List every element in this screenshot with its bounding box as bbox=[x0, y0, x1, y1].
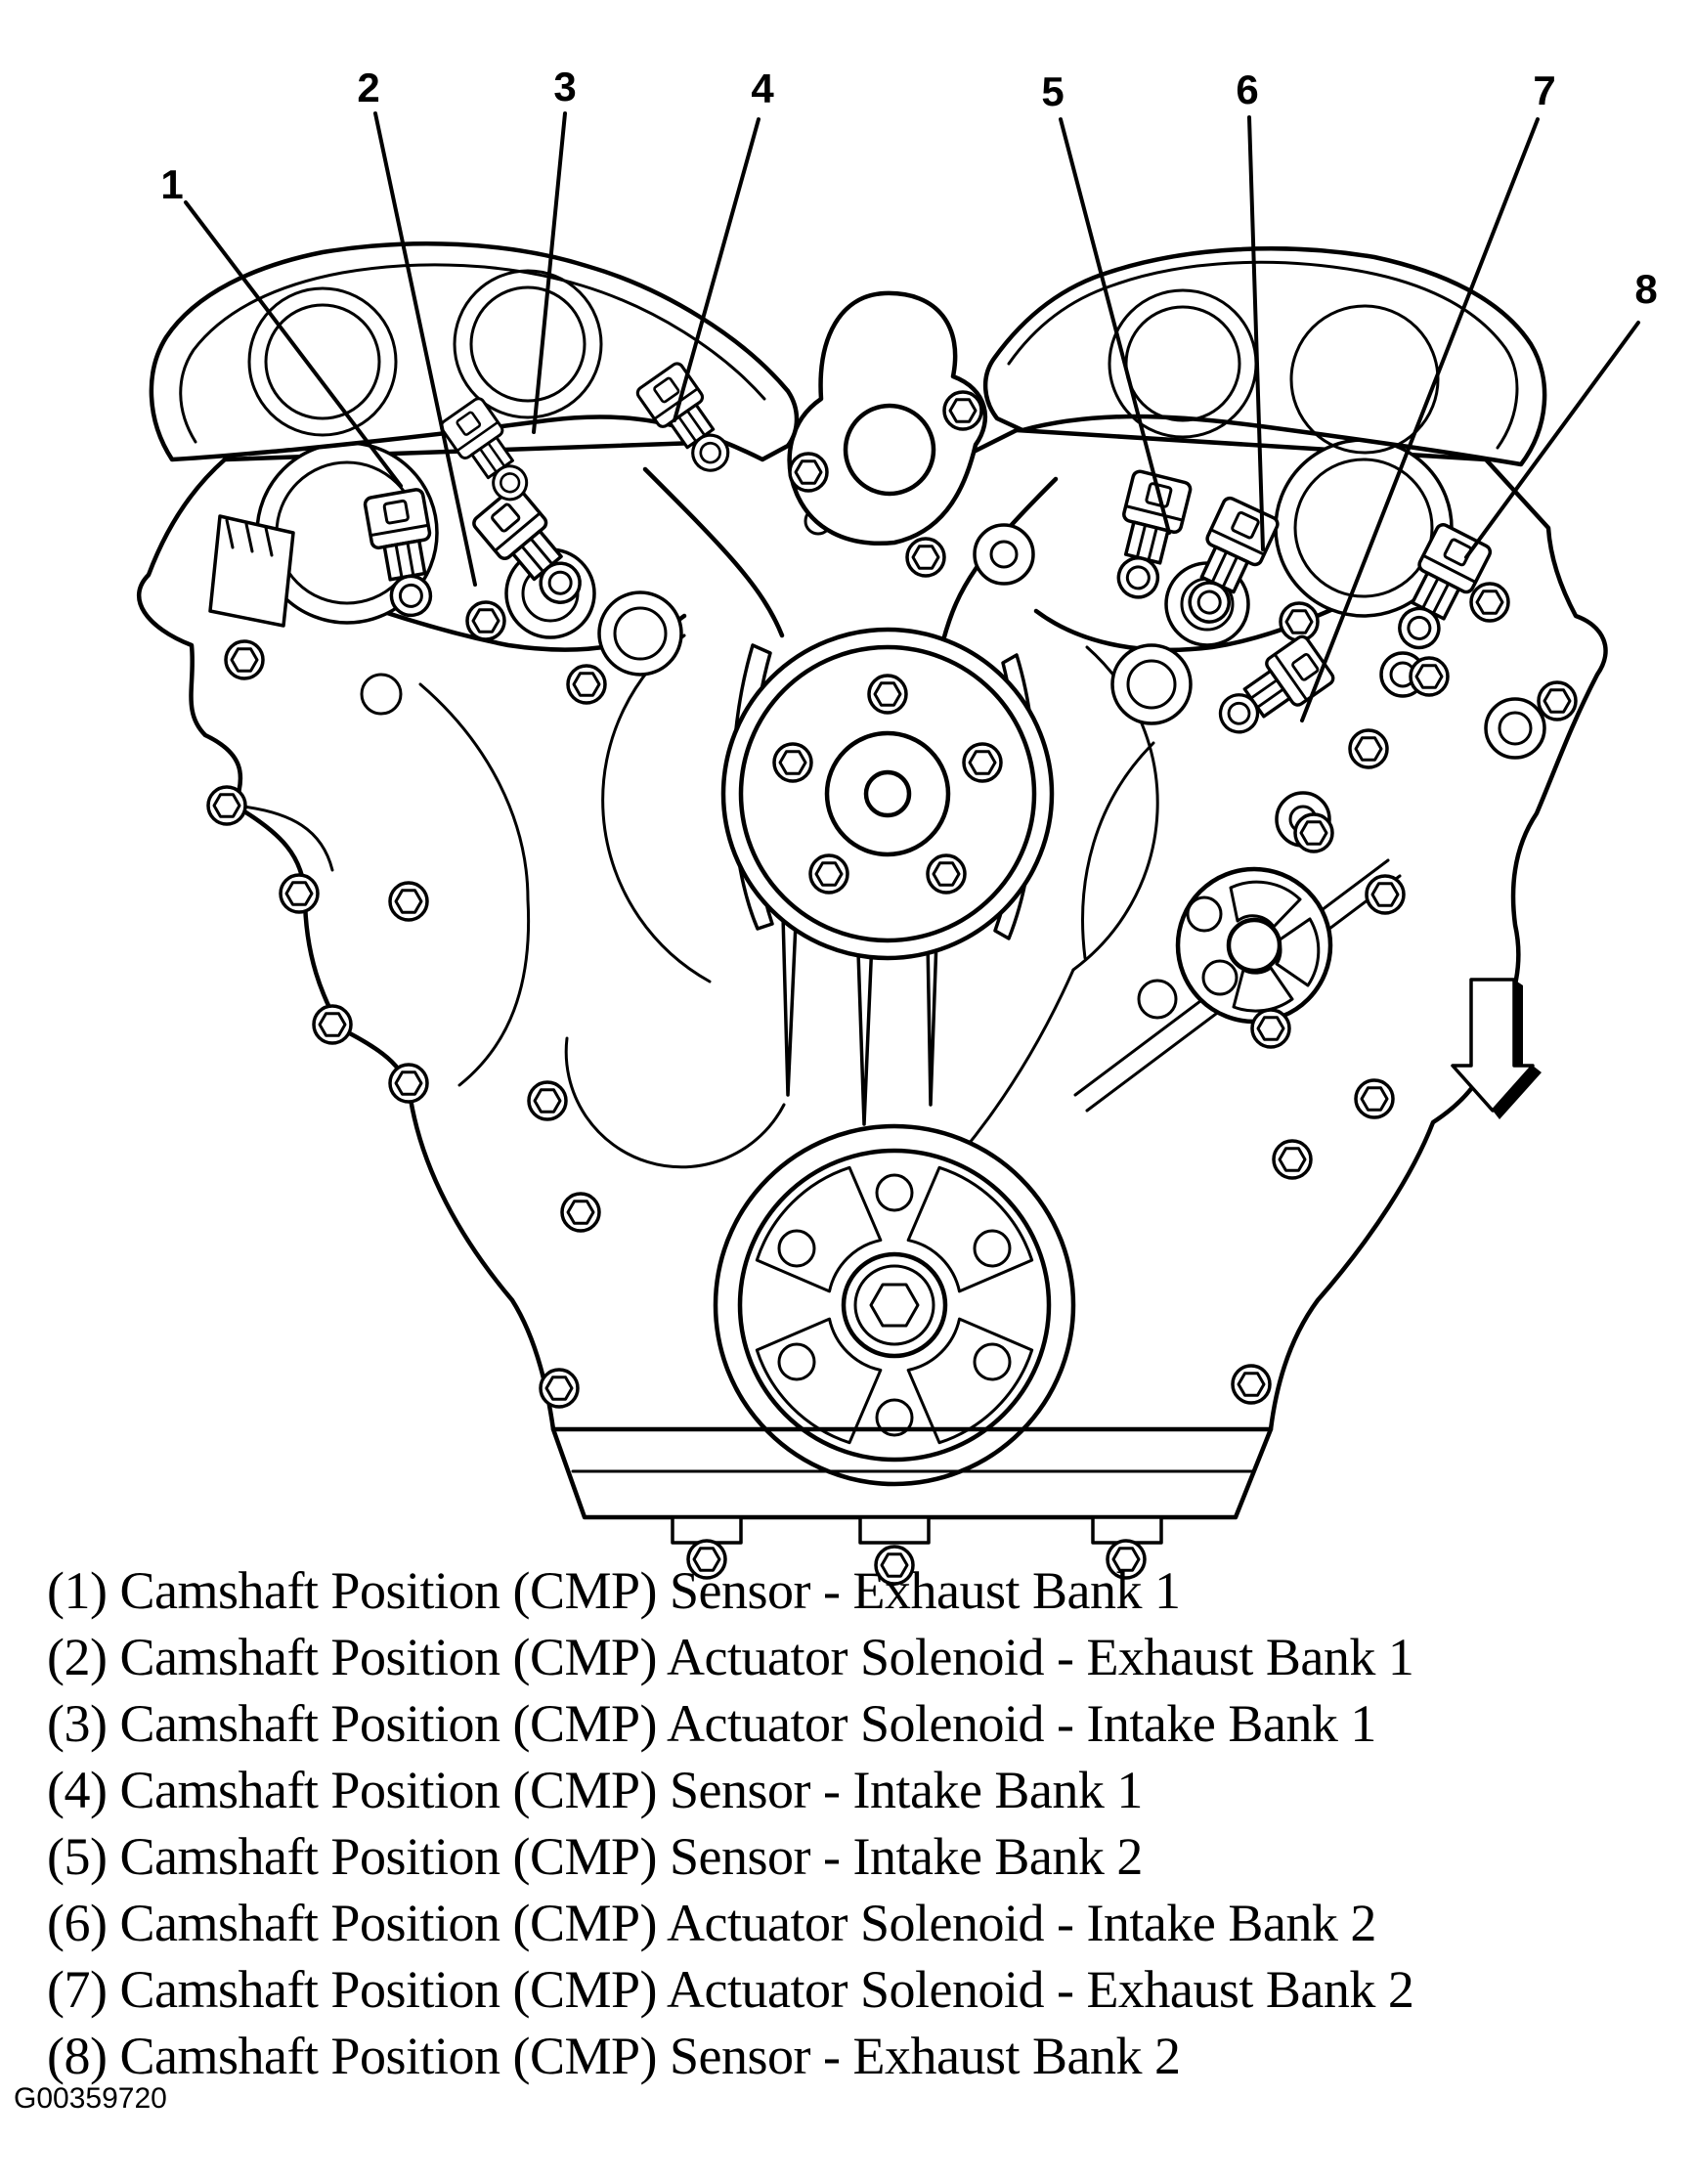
legend-item-label: Camshaft Position (CMP) Sensor - Intake … bbox=[119, 1761, 1142, 1819]
legend-item-label: Camshaft Position (CMP) Sensor - Exhaust… bbox=[119, 2027, 1180, 2085]
idler-pulley bbox=[1175, 866, 1333, 1025]
legend-item-label: Camshaft Position (CMP) Sensor - Intake … bbox=[119, 1827, 1142, 1886]
leader-line-3 bbox=[532, 111, 567, 434]
legend-item-number: (1) bbox=[47, 1561, 107, 1620]
leader-lines bbox=[184, 111, 1640, 722]
legend-item-5: (5) Camshaft Position (CMP) Sensor - Int… bbox=[47, 1827, 1143, 1886]
leader-line-5 bbox=[1059, 117, 1171, 535]
legend-item-number: (7) bbox=[47, 1960, 107, 2019]
down-arrow-icon bbox=[1451, 978, 1542, 1119]
right-valve-cover bbox=[982, 246, 1547, 618]
leader-line-2 bbox=[373, 111, 477, 587]
oil-pan bbox=[550, 1426, 1274, 1586]
legend-item-number: (5) bbox=[47, 1827, 107, 1886]
leader-line-6 bbox=[1247, 115, 1265, 551]
legend-item-label: Camshaft Position (CMP) Sensor - Exhaust… bbox=[119, 1561, 1180, 1620]
leader-line-4 bbox=[673, 117, 761, 422]
legend-item-number: (6) bbox=[47, 1894, 107, 1952]
callout-number-7: 7 bbox=[1533, 67, 1555, 113]
callout-numbers: 1 2 3 4 5 6 7 8 bbox=[160, 64, 1657, 312]
figure-id: G00359720 bbox=[14, 2082, 167, 2115]
leader-line-8 bbox=[1464, 321, 1640, 559]
legend-item-1: (1) Camshaft Position (CMP) Sensor - Exh… bbox=[47, 1561, 1180, 1620]
callout-number-1: 1 bbox=[160, 161, 183, 207]
left-valve-cover bbox=[149, 241, 800, 625]
legend-item-label: Camshaft Position (CMP) Actuator Solenoi… bbox=[119, 1894, 1375, 1952]
legend-item-number: (4) bbox=[47, 1761, 107, 1819]
callout-number-6: 6 bbox=[1236, 66, 1258, 112]
legend: (1) Camshaft Position (CMP) Sensor - Exh… bbox=[47, 1561, 1414, 2085]
water-pump-pulley bbox=[720, 627, 1055, 961]
legend-item-8: (8) Camshaft Position (CMP) Sensor - Exh… bbox=[47, 2027, 1180, 2085]
callout-number-4: 4 bbox=[751, 66, 774, 111]
crankshaft-pulley bbox=[713, 1123, 1076, 1487]
callout-number-3: 3 bbox=[553, 64, 576, 109]
leader-line-7 bbox=[1300, 117, 1540, 722]
legend-item-4: (4) Camshaft Position (CMP) Sensor - Int… bbox=[47, 1761, 1143, 1819]
legend-item-2: (2) Camshaft Position (CMP) Actuator Sol… bbox=[47, 1628, 1413, 1686]
callout-number-2: 2 bbox=[357, 65, 379, 110]
leader-line-1 bbox=[184, 200, 403, 488]
legend-item-number: (3) bbox=[47, 1694, 107, 1753]
legend-item-7: (7) Camshaft Position (CMP) Actuator Sol… bbox=[47, 1960, 1413, 2019]
callout-number-5: 5 bbox=[1041, 68, 1064, 114]
front-cover-top-housing bbox=[787, 290, 988, 578]
legend-item-label: Camshaft Position (CMP) Actuator Solenoi… bbox=[119, 1694, 1375, 1753]
legend-item-label: Camshaft Position (CMP) Actuator Solenoi… bbox=[119, 1960, 1413, 2019]
callout-number-8: 8 bbox=[1634, 266, 1657, 312]
legend-item-6: (6) Camshaft Position (CMP) Actuator Sol… bbox=[47, 1894, 1376, 1952]
left-mounting-lug bbox=[208, 514, 295, 628]
legend-item-label: Camshaft Position (CMP) Actuator Solenoi… bbox=[119, 1628, 1413, 1686]
legend-item-number: (8) bbox=[47, 2027, 107, 2085]
legend-item-3: (3) Camshaft Position (CMP) Actuator Sol… bbox=[47, 1694, 1376, 1753]
legend-item-number: (2) bbox=[47, 1628, 107, 1686]
